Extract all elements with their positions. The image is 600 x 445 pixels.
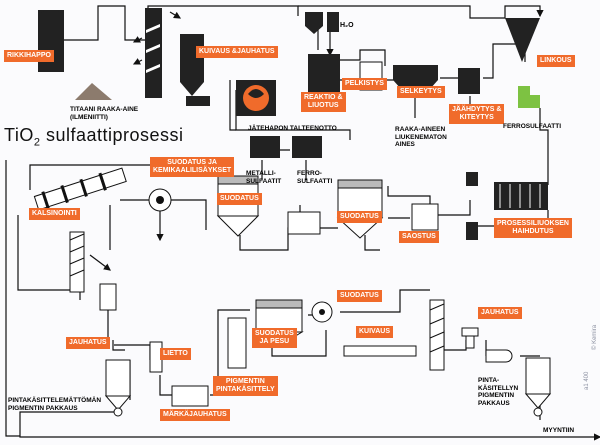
label-pelkistys: PELKISTYS — [342, 78, 387, 90]
text-metalli: METALLI-SULFAATIT — [246, 170, 282, 185]
side-credit: © Kemira — [592, 324, 598, 350]
label-lietto: LIETTO — [160, 348, 191, 360]
label-linkous: LINKOUS — [537, 55, 575, 67]
text-myyntiin: MYYNTIIN — [543, 427, 575, 434]
text-jatehapon: JÄTEHAPON TALTEENOTTO — [248, 125, 337, 132]
label-suodatus-b: SUODATUS — [337, 211, 382, 223]
label-jauhatus-left: JAUHATUS — [66, 337, 110, 349]
label-suodatus-c: SUODATUS — [337, 290, 382, 302]
text-h2o: H₂O — [340, 22, 354, 29]
label-kuivaus-jauhatus: KUIVAUS &JAUHATUS — [196, 46, 278, 58]
label-saostus: SAOSTUS — [399, 231, 439, 243]
label-jaahdytys: JÄÄHDYTYS &KITEYTYS — [449, 104, 505, 124]
page-title: TiO2 sulfaattiprosessi — [4, 125, 184, 149]
label-selkeytys: SELKEYTYS — [397, 86, 445, 98]
label-kuivaus: KUIVAUS — [356, 326, 393, 338]
side-code: a1 400 — [584, 371, 590, 390]
label-reaktio: REAKTIO &LIUOTUS — [301, 92, 346, 112]
label-suodatus-a: SUODATUS — [217, 193, 262, 205]
label-rikkihappo: RIKKIHAPPO — [4, 50, 54, 62]
text-titaani: TITAANI RAAKA-AINE(ILMENIITTI) — [70, 106, 139, 121]
text-ferrosulfaatti: FERROSULFAATTI — [503, 123, 562, 130]
text-ferro: FERRO-SULFAATTI — [297, 170, 333, 185]
label-jauhatus-right: JAUHATUS — [478, 307, 522, 319]
label-kalsinointi: KALSINOINTI — [29, 208, 80, 220]
label-markajauhatus: MÄRKÄJAUHATUS — [160, 409, 230, 421]
